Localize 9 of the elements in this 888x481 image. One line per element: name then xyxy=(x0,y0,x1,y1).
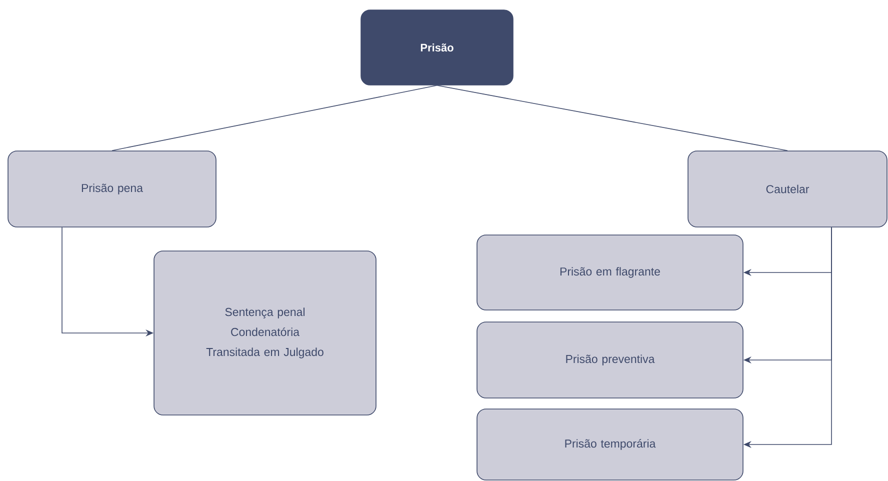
process-box: Prisão em flagrante xyxy=(476,234,744,310)
title-box: Prisão xyxy=(360,10,514,86)
process-box: Prisão pena xyxy=(8,150,216,228)
process-box: Cautelar xyxy=(688,150,888,228)
process-box: Prisão temporária xyxy=(476,408,744,480)
connector xyxy=(436,85,788,151)
process-box: Prisão preventiva xyxy=(476,322,744,398)
process-box: Sentença penal Condenatória Transitada em Julgado xyxy=(154,250,376,416)
connector xyxy=(112,85,438,151)
